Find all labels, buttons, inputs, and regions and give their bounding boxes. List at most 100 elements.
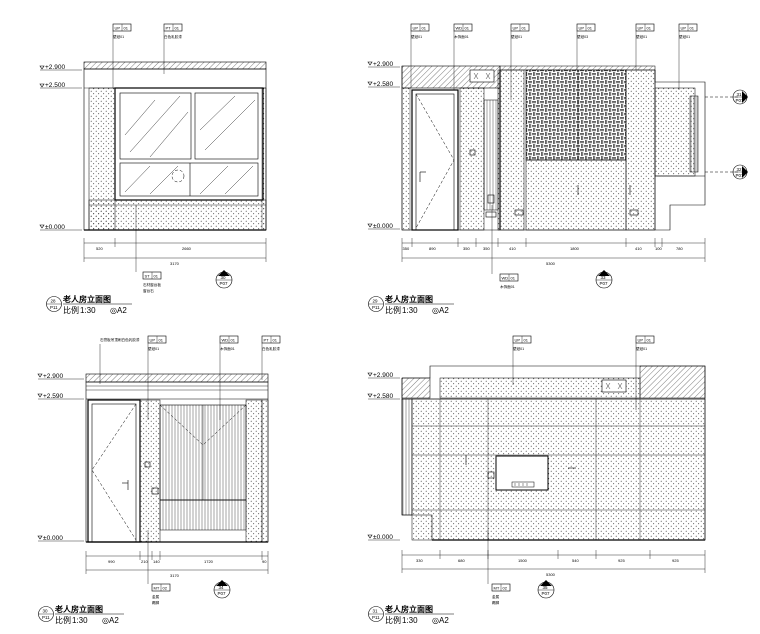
- tag-note: 木饰面01: [454, 34, 469, 39]
- tag-code: UP: [115, 25, 121, 30]
- dimension-text: 410: [635, 246, 642, 251]
- elevation-28: +2.900 +2.500 ±0.000: [39, 23, 267, 315]
- tag-code: PT: [264, 337, 270, 342]
- scale-label: 比例: [55, 615, 71, 625]
- tag-note: 壁纸01: [148, 346, 159, 351]
- dimension-text: 780: [676, 246, 683, 251]
- material-tag-wd01: WD 01 木饰面01: [491, 205, 519, 289]
- dimension-text: 210: [141, 559, 148, 564]
- tag-code: MT: [494, 585, 500, 590]
- elevation-31: +2.900 +2.580 ±0.000: [367, 335, 706, 625]
- dimension-text: 140: [153, 559, 160, 564]
- elevation-30: +2.900 +2.590 ±0.000: [37, 335, 280, 625]
- title-text: 老人房立面图: [54, 604, 103, 614]
- tag-note: 踢脚: [492, 600, 500, 605]
- dimension-text: 925: [618, 558, 625, 563]
- material-tag-wd01: WD 01 木饰面01: [453, 23, 473, 90]
- dimension-line: 330 680 1500 540 925 925 5300: [401, 550, 706, 577]
- tag-code: UP: [579, 25, 585, 30]
- tag-note: 壁纸01: [679, 34, 690, 39]
- section-marker: 32 P07: [732, 164, 748, 180]
- section-marker: 30 P07: [215, 270, 233, 289]
- paper-size: ◎A2: [102, 616, 119, 625]
- tag-code: UP: [638, 25, 644, 30]
- dimension-text: 3170: [170, 573, 180, 578]
- level-label: ±0.000: [43, 535, 63, 542]
- dimension-text: 350: [403, 246, 410, 251]
- dimension-text: 410: [509, 246, 516, 251]
- dimension-line: 520 2660 3170: [83, 238, 267, 266]
- marker-num: 32: [737, 167, 743, 172]
- tag-note: 踢脚: [152, 600, 160, 605]
- level-marker-top: +2.900: [367, 61, 400, 68]
- level-marker-mid: +2.580: [367, 393, 400, 400]
- tag-num: 01: [511, 275, 516, 280]
- marker-sheet: P07: [600, 281, 609, 286]
- tag-num: 01: [154, 273, 159, 278]
- material-tag-wd01: WD 01 木饰面01: [219, 335, 239, 420]
- marker-sheet: P07: [736, 173, 745, 178]
- level-marker-top: +2.900: [39, 64, 82, 71]
- tag-note: 壁纸01: [113, 34, 124, 39]
- wood-veneer-panel: [459, 87, 485, 231]
- paper-size: ◎A2: [110, 306, 127, 315]
- scale-value: 1:30: [72, 616, 88, 625]
- level-label: +2.500: [45, 82, 65, 89]
- dimension-text: 3170: [170, 261, 180, 266]
- tag-note: 木饰面01: [500, 284, 515, 289]
- scale-label: 比例: [385, 615, 401, 625]
- level-marker-floor: ±0.000: [39, 224, 82, 231]
- level-marker-top: +2.900: [37, 373, 84, 380]
- material-tag-up01: UP 01 壁纸01: [512, 335, 532, 385]
- drawing-title: 31 P11 老人房立面图 比例 1:30 ◎A2: [368, 604, 454, 625]
- tag-note: 壁纸03: [577, 34, 588, 39]
- title-text: 老人房立面图: [384, 294, 433, 304]
- title-sheet: P11: [50, 305, 58, 310]
- level-label: ±0.000: [373, 534, 393, 541]
- level-marker-mid: +2.500: [39, 82, 82, 89]
- title-num: 30: [43, 609, 49, 614]
- tag-code: UP: [515, 337, 521, 342]
- dimension-text: 1720: [204, 559, 214, 564]
- level-label: +2.580: [373, 81, 393, 88]
- drawing-title: 30 P11 老人房立面图 比例 1:30 ◎A2: [38, 604, 124, 625]
- tag-code: UP: [513, 25, 519, 30]
- tag-num: 01: [422, 25, 427, 30]
- tag-code: PT: [166, 25, 172, 30]
- tag-code: WD: [502, 275, 509, 280]
- title-num: 28: [51, 299, 57, 304]
- tag-note: 金属: [152, 594, 160, 599]
- paper-size: ◎A2: [432, 306, 449, 315]
- paper-size: ◎A2: [432, 616, 449, 625]
- level-label: +2.900: [373, 61, 393, 68]
- dimension-text: 990: [108, 559, 115, 564]
- level-marker-floor: ±0.000: [367, 223, 400, 230]
- tag-note: 壁纸01: [511, 34, 522, 39]
- material-tag-ceiling-note: 石膏板吊顶刷白色乳胶漆: [99, 337, 140, 384]
- tag-note: 窗台石: [143, 288, 154, 293]
- dimension-text: 5300: [546, 572, 556, 577]
- door: [411, 89, 459, 231]
- section-marker: 33 P07: [595, 270, 613, 289]
- dimension-text: 1500: [518, 558, 528, 563]
- marker-num: 30: [221, 275, 227, 280]
- marker-num: 35: [543, 585, 549, 590]
- door: [87, 399, 141, 543]
- dimension-line: 990 210 140 1720 90 3170: [85, 551, 269, 578]
- level-label: ±0.000: [373, 223, 393, 230]
- tag-note: 白色乳胶漆: [164, 34, 182, 39]
- marker-num: 33: [601, 275, 607, 280]
- level-label: +2.900: [45, 64, 65, 71]
- tag-num: 02: [503, 585, 508, 590]
- dimension-text: 350: [483, 246, 490, 251]
- headboard-panel: [525, 69, 627, 161]
- tag-code: UP: [150, 337, 156, 342]
- drawing-title: 29 P11 老人房立面图 比例 1:30 ◎A2: [368, 294, 454, 315]
- material-tag-up01: UP 01 壁纸01: [678, 23, 698, 90]
- tag-num: 01: [175, 25, 180, 30]
- tag-note: 木饰面01: [220, 346, 235, 351]
- material-tag-up01: UP 01 壁纸03: [576, 23, 596, 70]
- tag-note: 石膏板吊顶刷白色乳胶漆: [100, 337, 140, 342]
- tag-num: 01: [231, 337, 236, 342]
- tag-num: 01: [465, 25, 470, 30]
